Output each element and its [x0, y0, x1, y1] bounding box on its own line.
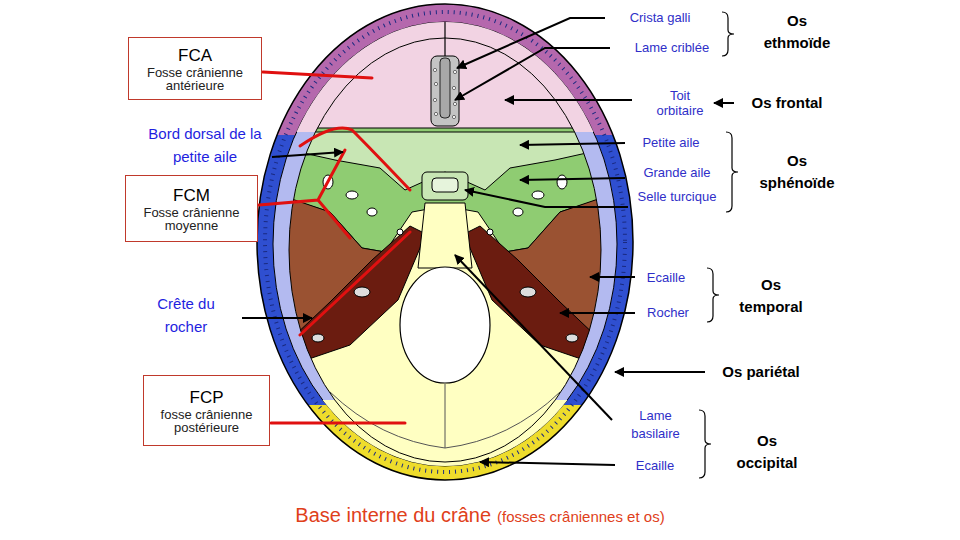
bone-label: Os pariétal	[706, 361, 816, 383]
fossa-name: Fosse crânienne moyenne	[130, 206, 253, 232]
bone-label: Os temporal	[735, 274, 807, 318]
caption-subtitle: (fosses crâniennes et os)	[497, 508, 665, 526]
structure-label: Ecaille	[631, 270, 701, 285]
bone-label: Os ethmoïde	[758, 10, 836, 54]
region-pointer	[259, 72, 410, 423]
fossa-name: fosse crânienne postérieure	[148, 408, 265, 434]
structure-label: Lame criblée	[617, 40, 727, 55]
bone-label: Os sphénoïde	[754, 150, 840, 194]
clivus	[418, 203, 472, 268]
structure-label: Lame basilaire	[618, 407, 693, 443]
fossa-abbreviation: FCM	[173, 186, 210, 206]
sella-turcica	[422, 172, 468, 200]
landmark-label: Bord dorsal de la petite aile	[130, 122, 280, 168]
landmark-label: Crête du rocher	[141, 292, 231, 338]
caption: Base interne du crâne	[295, 503, 491, 527]
structure-label: Ecaille	[620, 458, 690, 473]
fossa-box: FCMFosse crânienne moyenne	[125, 175, 258, 242]
fossa-abbreviation: FCP	[190, 388, 224, 408]
structure-label: Petite aile	[621, 135, 721, 150]
frontal-bone	[0, 0, 960, 135]
structure-label: Selle turcique	[622, 189, 732, 204]
structure-label: Crista galli	[610, 10, 710, 25]
bone-label: Os occipital	[731, 430, 803, 474]
bone-label: Os frontal	[737, 92, 837, 114]
anterior-fossa	[0, 0, 960, 134]
fossa-abbreviation: FCA	[178, 46, 212, 66]
fossa-name: Fosse crânienne antérieure	[133, 66, 257, 92]
cribriform-plate	[431, 56, 459, 126]
structure-label: Rocher	[633, 305, 703, 320]
bracket	[699, 12, 738, 478]
structure-label: Toit orbitaire	[645, 88, 715, 118]
fossa-box: FCAFosse crânienne antérieure	[128, 37, 262, 100]
fossa-box: FCPfosse crânienne postérieure	[143, 375, 270, 446]
foramen-magnum	[400, 267, 490, 383]
leader-line	[242, 18, 734, 465]
structure-label: Grande aile	[627, 165, 727, 180]
